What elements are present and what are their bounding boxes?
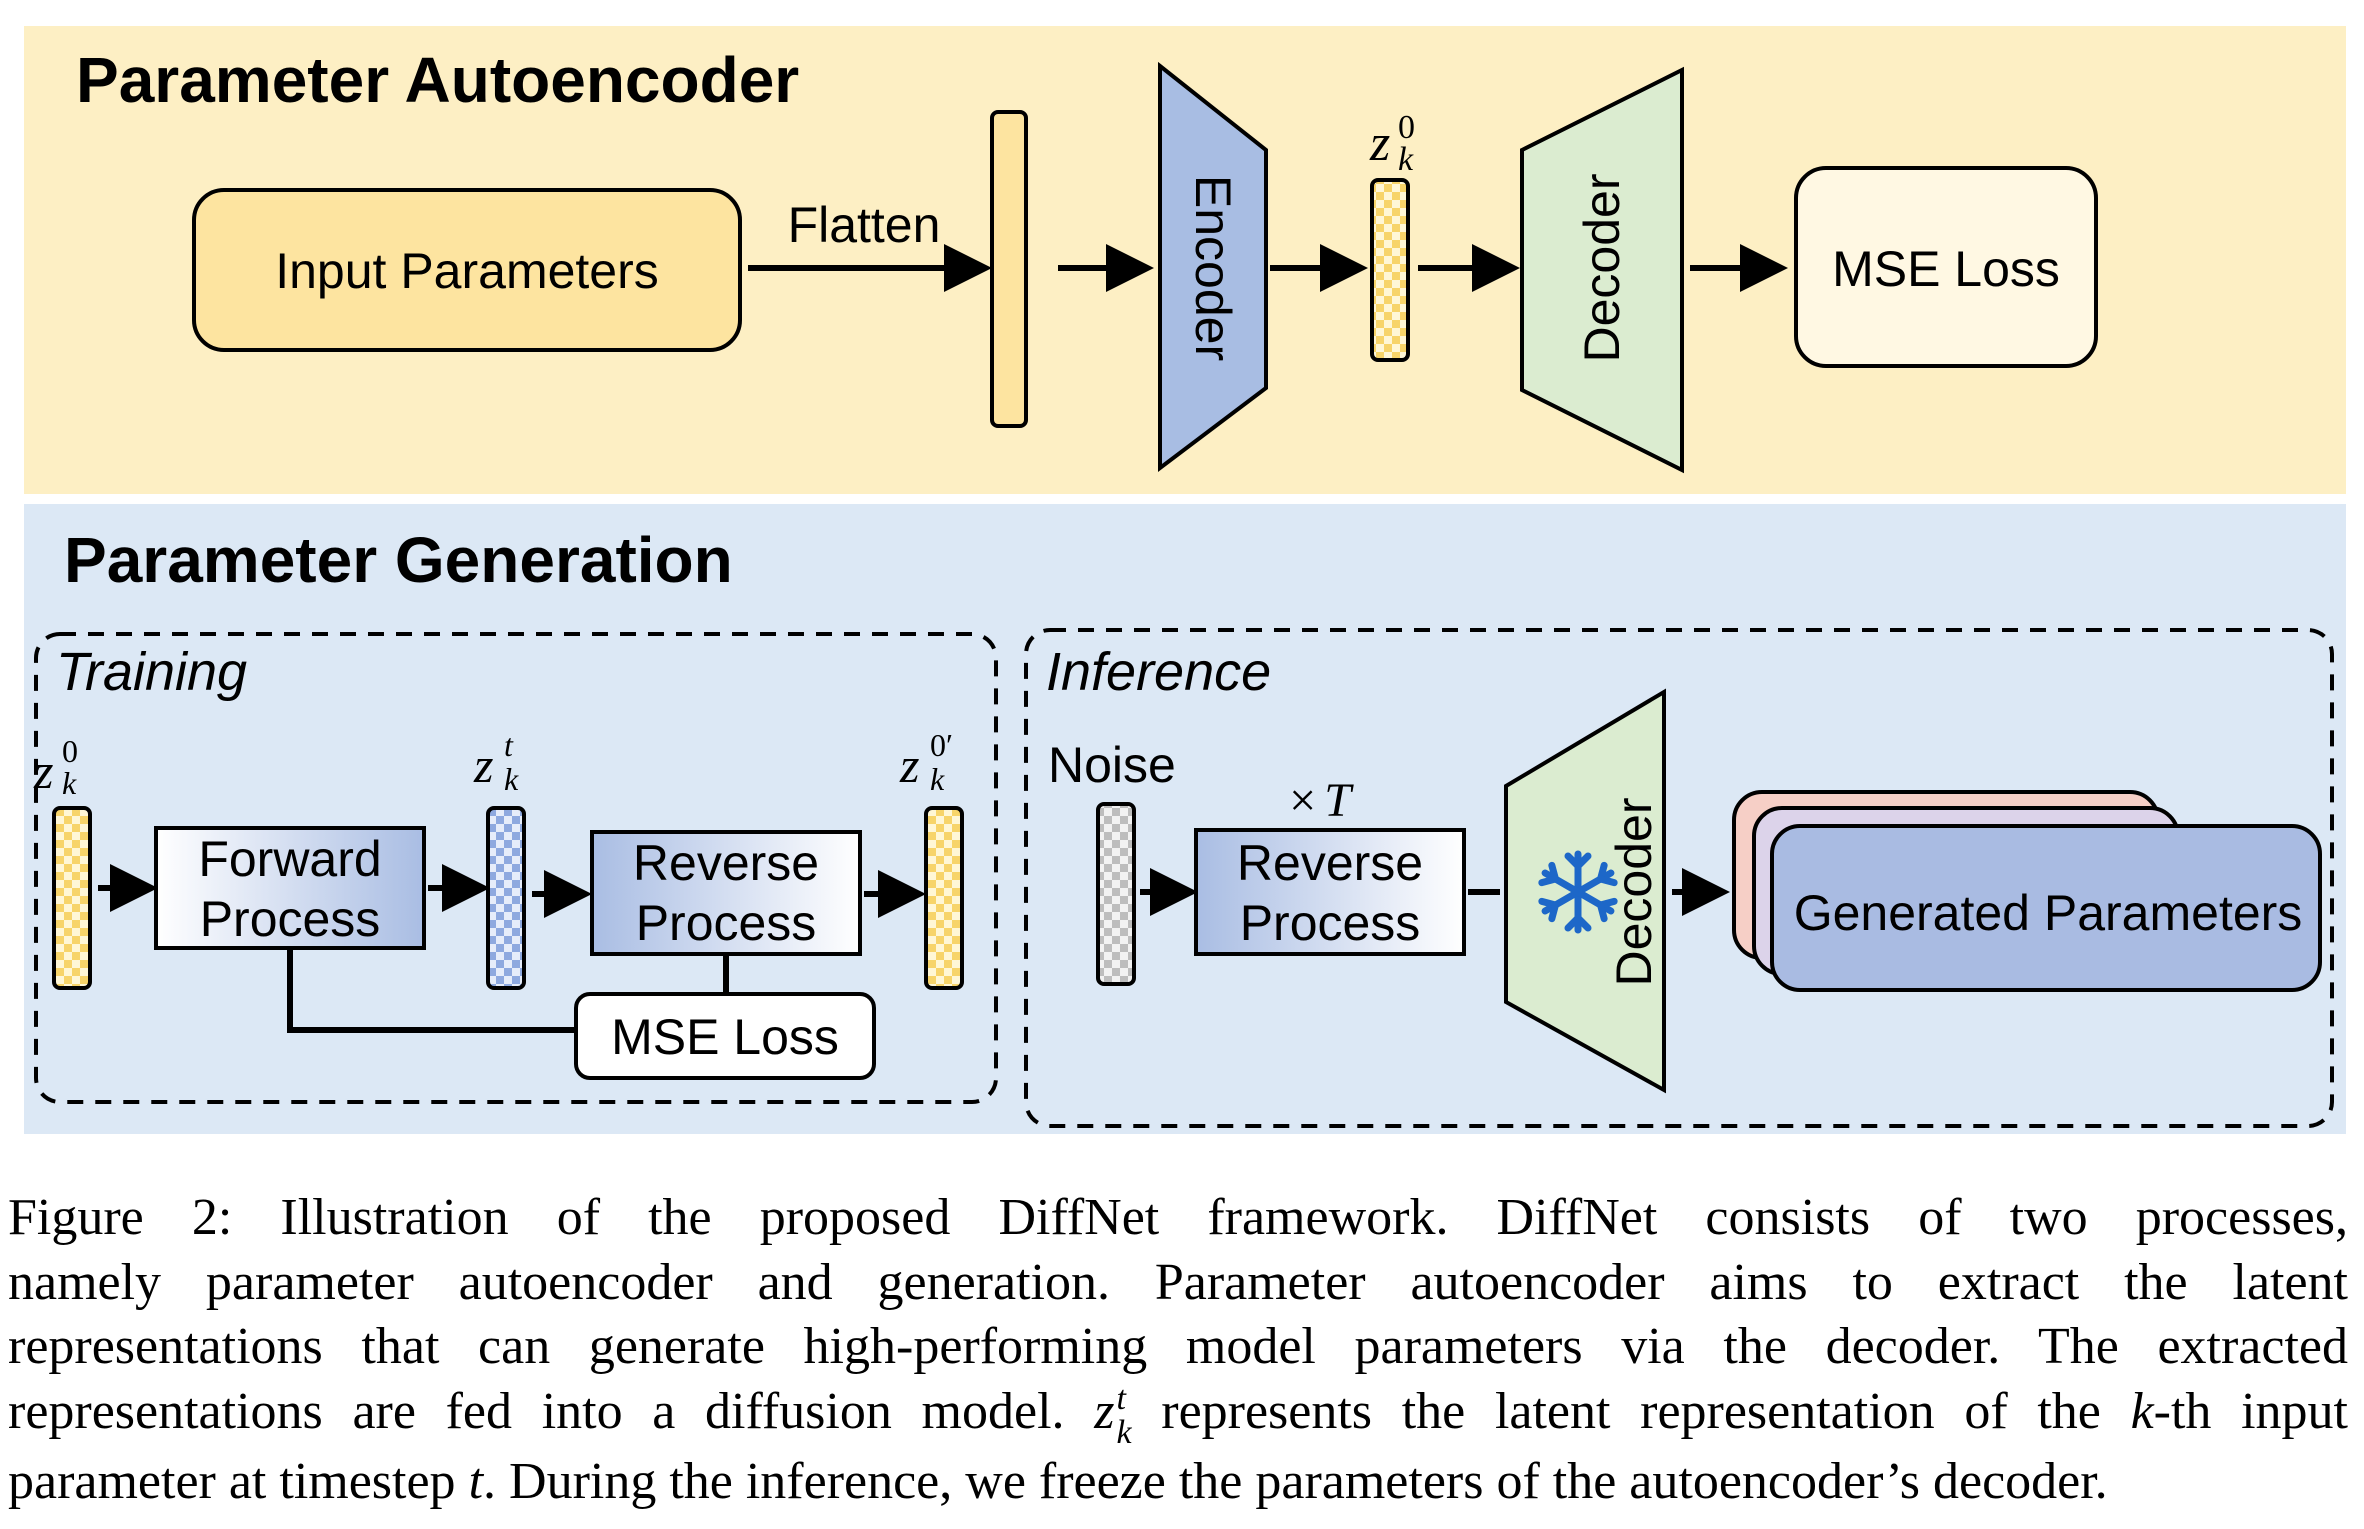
caption-line-5b: . During the inference, we freeze the pa… (483, 1452, 2108, 1510)
caption-t-var: t (468, 1452, 484, 1510)
generation-title: Parameter Generation (64, 524, 733, 596)
training-z0-sup: 0 (62, 733, 78, 769)
caption-line-5: parameter at timestep t. During the infe… (8, 1450, 2348, 1515)
caption-k-var: k (2130, 1382, 2154, 1440)
training-mse-loss-box (574, 992, 876, 1080)
training-box (34, 632, 998, 1104)
training-zt-sup: t (504, 727, 514, 763)
inference-reverse-process-box (1194, 828, 1466, 956)
encoder-label: Encoder (1185, 175, 1241, 361)
forward-process-box (154, 826, 426, 950)
input-parameters-label: Input Parameters (275, 243, 659, 299)
snowflake-icon (1538, 850, 1618, 934)
flatten-label: Flatten (788, 197, 941, 253)
inference-box (1024, 628, 2334, 1128)
training-reverse-line1: Reverse (633, 835, 819, 891)
noise-vector (1096, 802, 1136, 986)
caption-line-1: Figure 2: Illustration of the proposed D… (8, 1189, 2348, 1246)
caption-z-sup: t (1116, 1379, 1126, 1417)
caption-z-var: z (1094, 1382, 1115, 1440)
caption-line-4: representations are fed into a diffusion… (8, 1380, 2348, 1450)
caption-line-3: representations that can generate high-p… (8, 1318, 2348, 1375)
training-reverse-process-box (590, 830, 862, 956)
inference-reverse-line1: Reverse (1237, 835, 1423, 891)
forward-process-line2: Process (200, 891, 381, 947)
generated-parameters-box (1770, 824, 2322, 992)
training-z0p-sup: 0′ (930, 727, 953, 763)
forward-process-line1: Forward (198, 831, 381, 887)
caption-line-2: namely parameter autoencoder and generat… (8, 1253, 2348, 1311)
training-zt-sub: k (504, 761, 519, 797)
latent-vector-z0 (1370, 178, 1410, 362)
training-reverse-line2: Process (636, 895, 817, 951)
caption-line-4a: representations are fed into a diffusion… (8, 1382, 1065, 1440)
caption-line-5a: parameter at timestep (8, 1452, 456, 1510)
inference-label: Inference (1046, 642, 1271, 702)
caption-line-4b: represents the latent representation of … (1161, 1382, 2101, 1440)
training-z0-vector (52, 806, 92, 990)
training-label: Training (56, 642, 247, 702)
autoencoder-title: Parameter Autoencoder (76, 44, 799, 116)
training-mse-loss-label: MSE Loss (611, 1009, 839, 1065)
encoder-block (1158, 61, 1268, 473)
inference-decoder-label: Decoder (1606, 798, 1662, 987)
flattened-vector (990, 110, 1028, 428)
latent-z-sup: 0 (1398, 109, 1415, 146)
training-z0-sub: k (62, 765, 77, 801)
decoder-label: Decoder (1574, 174, 1630, 363)
inference-reverse-line2: Process (1240, 895, 1421, 951)
training-zt-label: z (473, 737, 493, 793)
decoder-block (1520, 66, 1684, 474)
caption-z-sub: k (1116, 1413, 1132, 1451)
caption-line-4c: -th input (2153, 1382, 2348, 1440)
latent-z-sub: k (1398, 141, 1414, 178)
noise-label: Noise (1048, 737, 1176, 793)
figure-caption: Figure 2: Illustration of the proposed D… (8, 1186, 2348, 1514)
training-z0p-label: z (899, 737, 919, 793)
forward-to-loss-line (287, 948, 576, 1033)
times-t-label: ×T (1289, 774, 1354, 827)
mse-loss-label: MSE Loss (1832, 241, 2060, 297)
latent-z-label: z (1369, 115, 1390, 172)
input-parameters-box (192, 188, 742, 352)
training-zt-vector (486, 806, 526, 990)
mse-loss-box (1794, 166, 2098, 368)
generated-parameters-label: Generated Parameters (1794, 885, 2303, 941)
training-z0p-sub: k (930, 761, 945, 797)
training-z0-prime-vector (924, 806, 964, 990)
training-z0-label: z (33, 743, 53, 799)
